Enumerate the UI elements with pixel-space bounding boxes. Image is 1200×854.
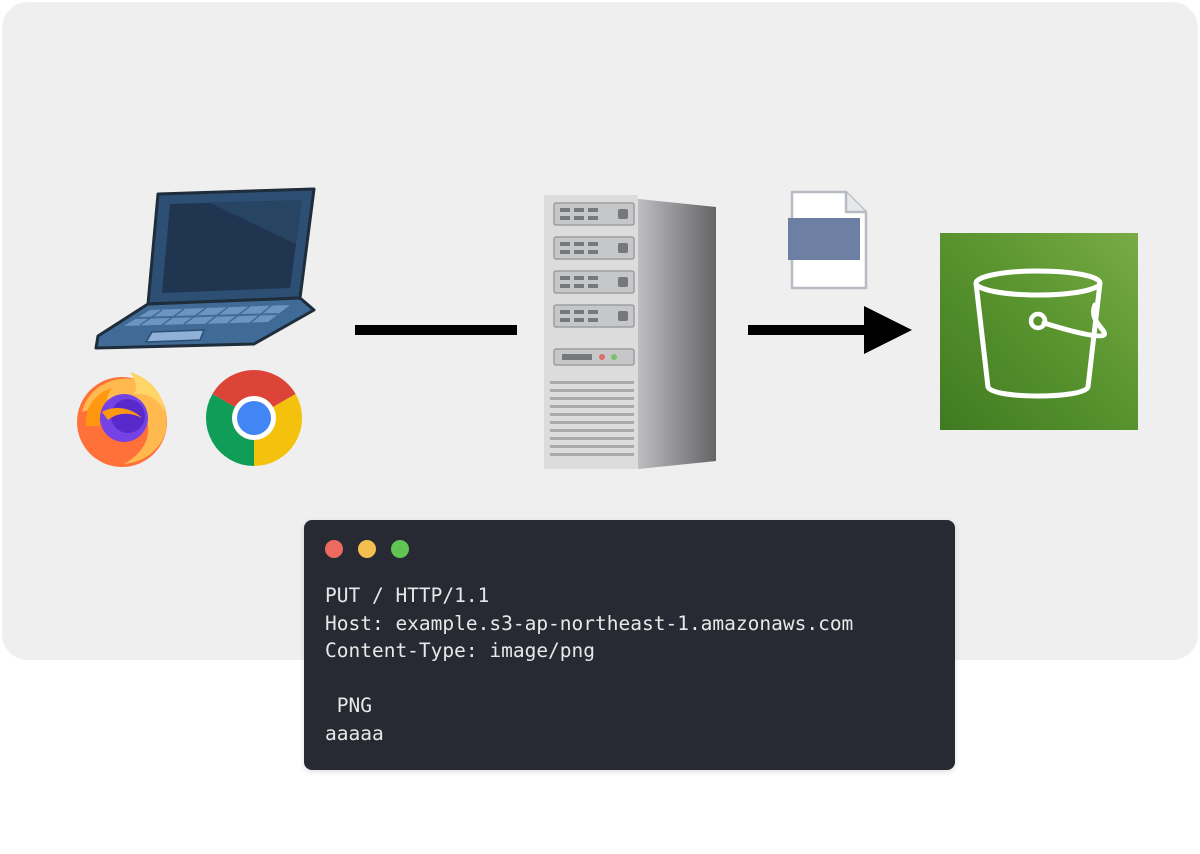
close-dot bbox=[325, 540, 343, 558]
http-request-code: PUT / HTTP/1.1 Host: example.s3-ap-north… bbox=[325, 582, 853, 747]
code-line: Content-Type: image/png bbox=[325, 639, 596, 662]
code-line bbox=[325, 665, 853, 693]
s3-tile bbox=[940, 233, 1138, 430]
chrome-icon bbox=[205, 370, 303, 466]
code-line: PNG bbox=[325, 694, 372, 717]
s3-bucket-icon bbox=[973, 268, 1107, 399]
code-line: PUT / HTTP/1.1 bbox=[325, 584, 490, 607]
terminal-window: PUT / HTTP/1.1 Host: example.s3-ap-north… bbox=[304, 520, 955, 770]
code-line: Host: example.s3-ap-northeast-1.amazonaw… bbox=[325, 611, 854, 635]
server-tower-icon bbox=[544, 195, 716, 469]
file-icon bbox=[788, 190, 868, 290]
code-line: aaaaa bbox=[325, 721, 384, 745]
laptop-icon bbox=[94, 187, 316, 350]
maximize-dot bbox=[391, 540, 409, 558]
connection-line bbox=[355, 325, 517, 335]
firefox-icon bbox=[77, 372, 167, 467]
arrow-right bbox=[748, 306, 912, 354]
minimize-dot bbox=[358, 540, 376, 558]
